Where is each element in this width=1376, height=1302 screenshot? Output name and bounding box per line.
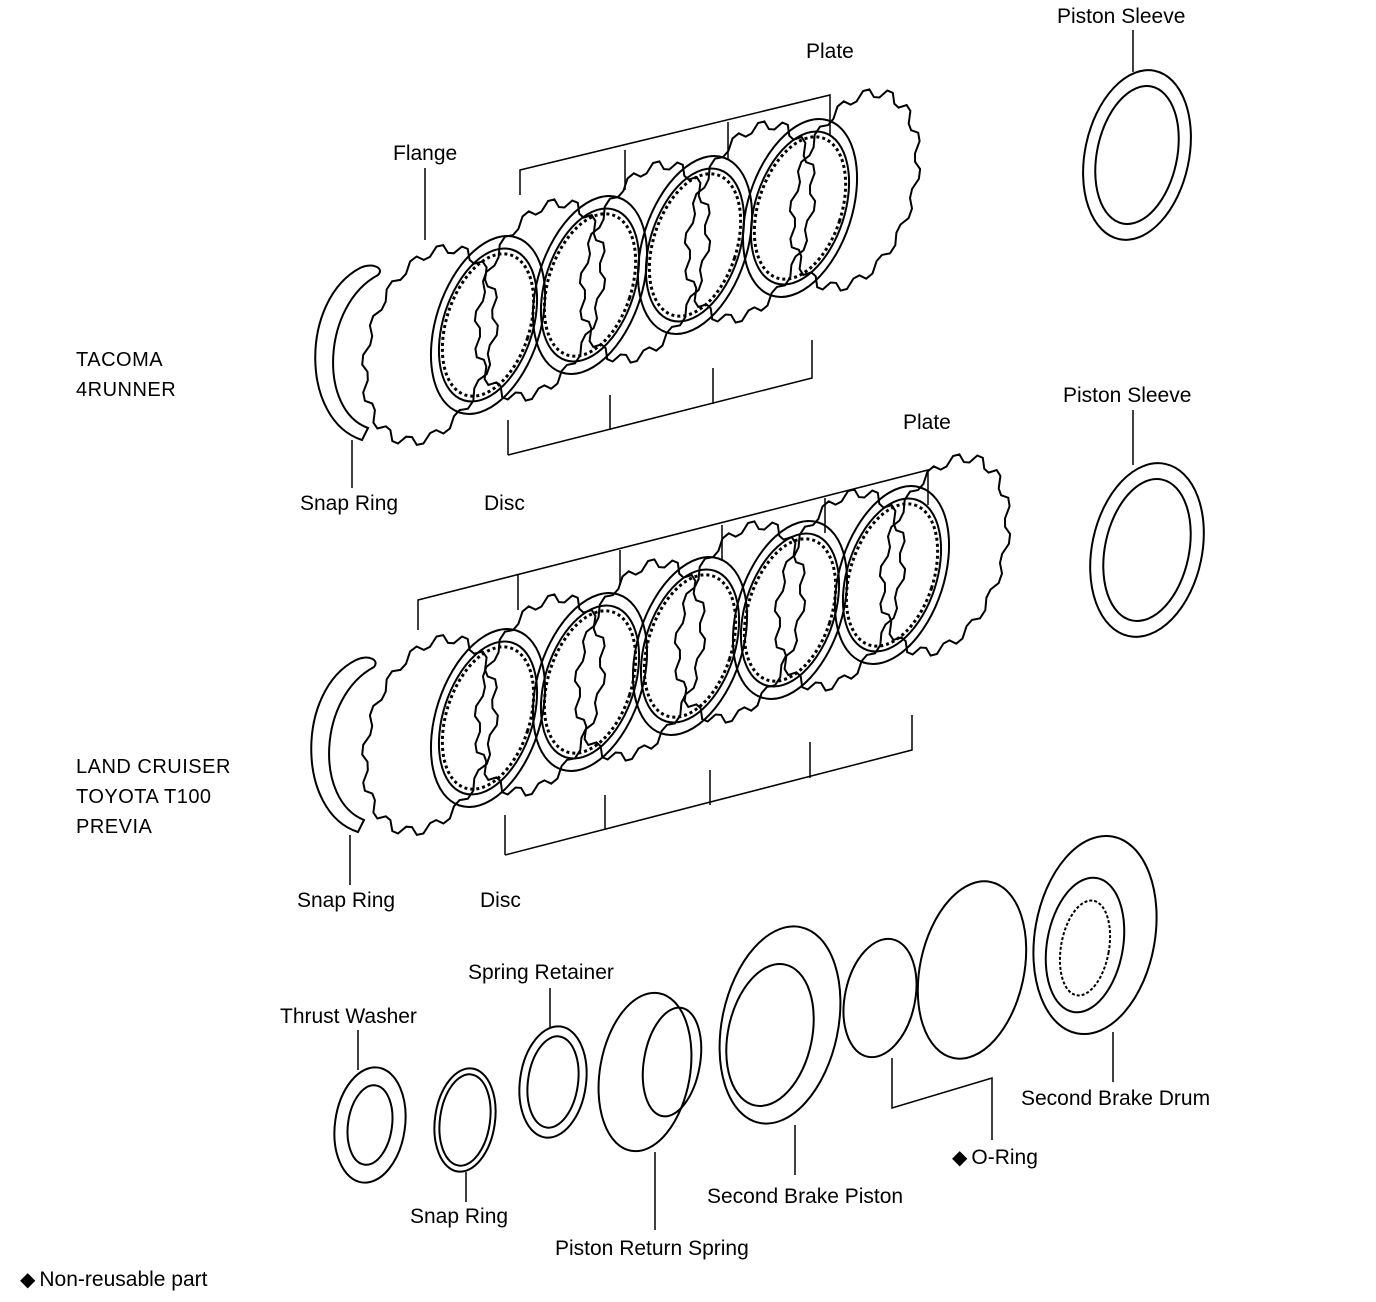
model-toyota-t100: TOYOTA T100 <box>76 786 212 808</box>
plate-mid-0 <box>361 633 499 837</box>
label-plate-top: Plate <box>806 40 854 63</box>
piston-return-spring-hub <box>641 1006 703 1118</box>
model-previa: PREVIA <box>76 816 153 838</box>
spring-retainer-shape <box>518 1025 588 1139</box>
disc-top-bar <box>507 340 813 456</box>
plate-top-1 <box>578 160 712 364</box>
model-land-cruiser: LAND CRUISER <box>76 756 231 778</box>
piston-sleeve-top-shape <box>1082 69 1192 241</box>
disc-top-0-spline <box>440 252 536 398</box>
plate-top-3 <box>788 88 922 292</box>
piston-sleeve-mid-shape <box>1089 462 1205 638</box>
disc-mid-1-spline <box>542 609 638 755</box>
legend: ◆Non-reusable part <box>20 1268 207 1292</box>
label-disc-top: Disc <box>484 492 525 515</box>
disc-mid-bar <box>504 715 913 856</box>
disc-mid-0 <box>429 628 547 808</box>
label-second-brake-drum: Second Brake Drum <box>1021 1087 1211 1110</box>
label-snap-ring-top: Snap Ring <box>300 492 399 515</box>
model-4runner: 4RUNNER <box>76 379 177 401</box>
piston-sleeve-mid-inner <box>1102 478 1192 622</box>
plate-mid-3 <box>673 520 807 724</box>
plate-mid-5 <box>878 453 1012 657</box>
second-brake-piston-shape <box>718 925 842 1125</box>
o-ring-leader <box>891 1058 993 1140</box>
label-o-ring: ◆O-Ring <box>952 1146 1038 1170</box>
o-ring-text: O-Ring <box>971 1146 1038 1169</box>
label-snap-ring-mid: Snap Ring <box>297 889 396 912</box>
label-second-brake-piston: Second Brake Piston <box>707 1185 904 1208</box>
disc-top-2-spline <box>647 172 743 318</box>
disc-top-1-inner <box>539 207 641 363</box>
plate-top-2 <box>683 120 817 324</box>
plate-mid-4 <box>773 488 907 692</box>
disc-top-3-inner <box>749 130 851 286</box>
group-top-models: TACOMA 4RUNNER <box>76 345 176 405</box>
disc-top-3-spline <box>752 135 848 281</box>
disc-mid-3 <box>731 520 849 700</box>
second-brake-drum-hub <box>1058 899 1112 997</box>
group-middle-models: LAND CRUISER TOYOTA T100 PREVIA <box>76 752 231 842</box>
disc-top-2-inner <box>644 167 746 323</box>
second-brake-drum-inner <box>1044 876 1126 1014</box>
disc-mid-4-spline <box>844 502 940 648</box>
plate-mid-1 <box>473 593 607 797</box>
label-thrust-washer: Thrust Washer <box>280 1005 417 1028</box>
plate-top-leader-bar <box>519 94 831 195</box>
disc-mid-3-inner <box>739 532 841 688</box>
disc-mid-4-inner <box>841 497 943 653</box>
piston-return-spring-shape <box>597 991 693 1153</box>
disc-mid-3-spline <box>742 537 838 683</box>
legend-diamond-icon: ◆ <box>20 1269 36 1291</box>
label-snap-ring-bottom: Snap Ring <box>410 1205 509 1228</box>
label-plate-mid: Plate <box>903 411 951 434</box>
spring-retainer-inner <box>526 1035 580 1129</box>
model-tacoma: TACOMA <box>76 349 164 371</box>
thrust-washer-shape <box>333 1066 407 1184</box>
plate-mid-leader-bar <box>417 469 929 630</box>
label-piston-sleeve-top: Piston Sleeve <box>1057 5 1186 28</box>
disc-mid-1-inner <box>539 604 641 760</box>
thrust-washer-inner <box>346 1084 394 1166</box>
second-brake-drum-shape <box>1032 834 1158 1036</box>
disc-mid-0-spline <box>440 645 536 791</box>
second-brake-piston-inner <box>725 963 815 1107</box>
label-spring-retainer: Spring Retainer <box>468 961 614 984</box>
label-flange: Flange <box>393 142 458 165</box>
piston-sleeve-top-inner <box>1094 85 1180 225</box>
label-disc-mid: Disc <box>480 889 521 912</box>
disc-mid-1 <box>531 592 649 772</box>
plate-top-0 <box>473 198 607 402</box>
o-ring-small-shape <box>842 937 918 1059</box>
label-piston-sleeve-mid: Piston Sleeve <box>1063 384 1192 407</box>
o-ring-large-shape <box>916 880 1028 1060</box>
disc-top-0 <box>429 235 547 415</box>
disc-top-1-spline <box>542 212 638 358</box>
label-piston-return-spring: Piston Return Spring <box>555 1237 749 1260</box>
snap-ring-bottom-inner <box>438 1073 492 1167</box>
snap-ring-mid-shape <box>310 656 377 834</box>
disc-top-0-inner <box>437 247 539 403</box>
disc-mid-0-inner <box>437 640 539 796</box>
disc-mid-2-spline <box>642 573 738 719</box>
snap-ring-bottom-shape <box>433 1067 497 1173</box>
non-reusable-diamond-icon: ◆ <box>952 1147 968 1169</box>
snap-ring-top-shape <box>314 264 381 442</box>
disc-mid-2-inner <box>639 568 741 724</box>
legend-text: Non-reusable part <box>39 1268 208 1291</box>
